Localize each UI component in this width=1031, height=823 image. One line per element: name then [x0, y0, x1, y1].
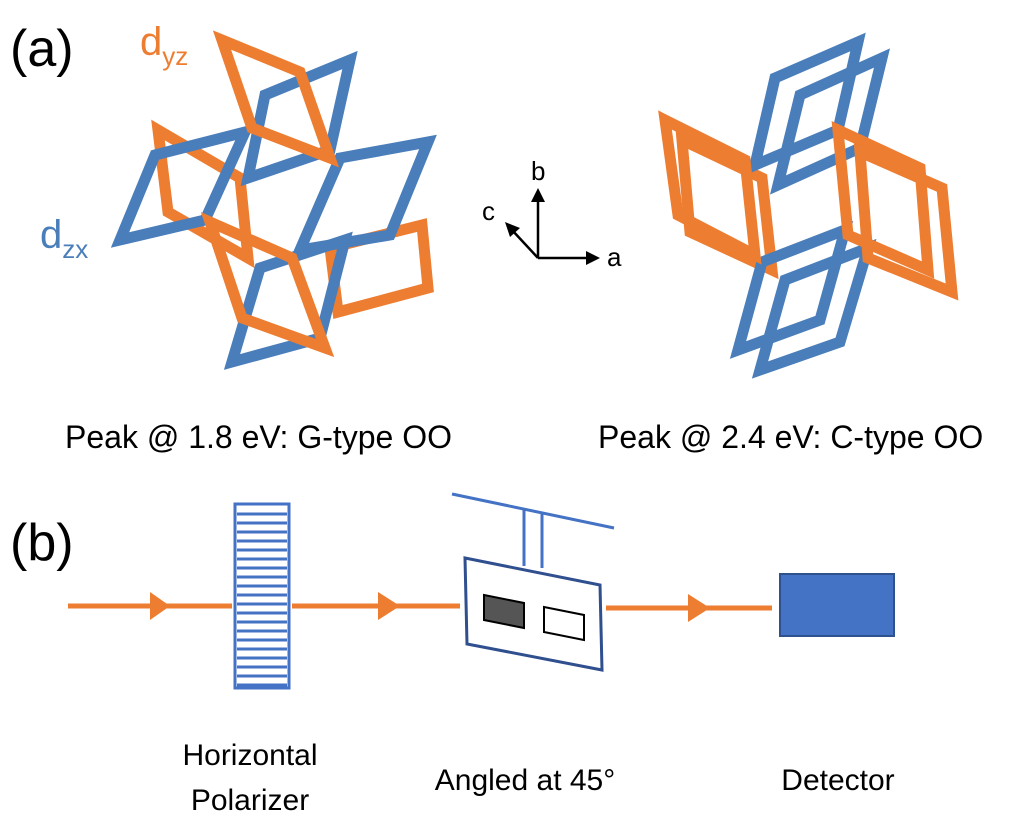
panel-a-label: (a) [10, 20, 74, 78]
dzx-label-sub: zx [62, 234, 88, 264]
axis-c-label: c [482, 196, 495, 226]
polarizer-grid-lines [237, 512, 287, 687]
beam-arrow-2 [378, 592, 400, 620]
dzx-label: dzx [40, 213, 88, 264]
dyz-lobe-back-left [151, 119, 255, 269]
sample-light-region [543, 605, 585, 642]
sample-dark-region [483, 593, 525, 630]
beam-arrow-1 [150, 592, 170, 620]
sample-plate [463, 556, 604, 672]
light-beam [68, 592, 772, 622]
angled-sample-holder [451, 492, 615, 672]
beam-arrow-3 [688, 594, 710, 622]
dyz-lobe-right-back [853, 143, 959, 301]
dyz-lobe-left-back [675, 130, 779, 280]
dyz-lobe-right [831, 120, 935, 279]
dyz-label: dyz [140, 20, 188, 71]
c-type-orbital-cluster [658, 32, 959, 379]
axis-c-line [511, 229, 539, 259]
dyz-lobe-left [658, 110, 762, 265]
horizontal-polarizer [233, 502, 291, 690]
detector-label: Detector [781, 764, 894, 797]
axis-a-arrowhead [586, 251, 600, 265]
polarizer-label-line2: Polarizer [191, 784, 309, 817]
caption-c-type: Peak @ 2.4 eV: C-type OO [598, 419, 983, 455]
dzx-label-base: d [40, 213, 62, 257]
dyz-lobe-bottom [200, 211, 335, 358]
caption-g-type: Peak @ 1.8 eV: G-type OO [65, 419, 452, 455]
crystal-axes: a b c [482, 156, 622, 272]
axis-b-arrowhead [531, 188, 545, 202]
axis-a-label: a [607, 242, 622, 272]
dyz-lobe-top [212, 30, 340, 168]
dzx-lobe-bottom [729, 220, 854, 359]
dyz-label-base: d [140, 20, 162, 64]
axis-b-label: b [531, 156, 545, 186]
dyz-label-sub: yz [162, 41, 188, 71]
polarizer-label-line1: Horizontal [182, 739, 317, 772]
detector-box [779, 573, 895, 637]
g-type-orbital-cluster [110, 30, 437, 370]
dzx-lobe-right [290, 134, 437, 258]
axis-c-arrowhead [505, 222, 520, 237]
sample-label: Angled at 45° [435, 764, 615, 797]
sample-mount-bar [451, 492, 615, 530]
panel-b-label: (b) [10, 514, 74, 572]
